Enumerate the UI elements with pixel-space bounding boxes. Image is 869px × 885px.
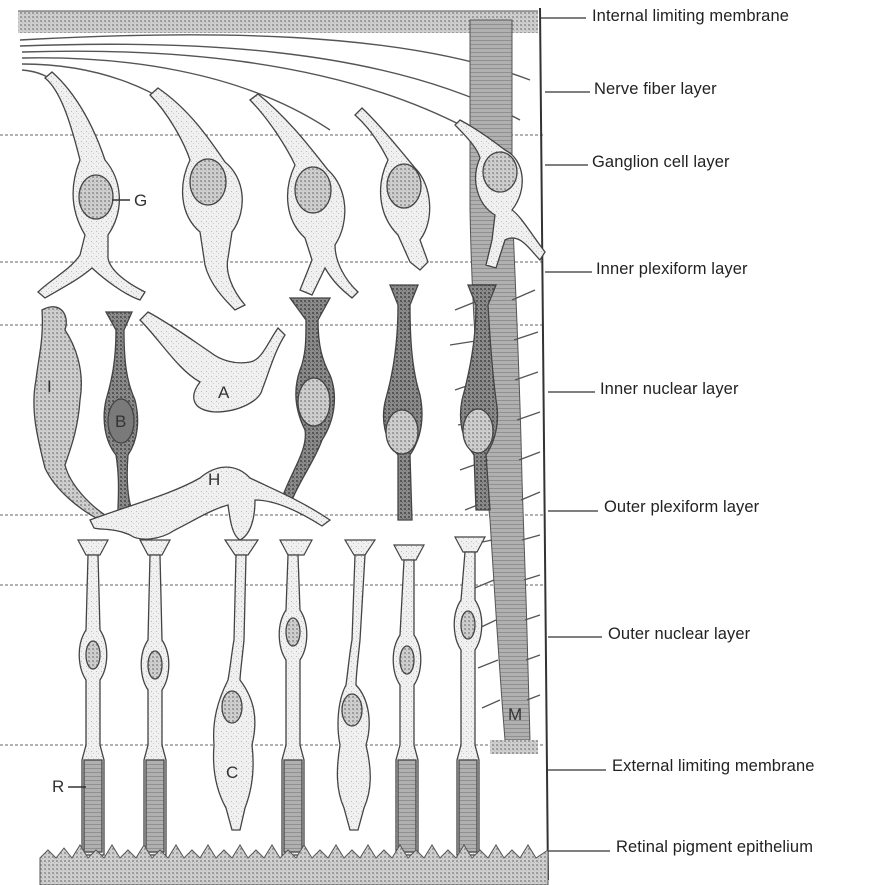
label-inner-plexiform-layer: Inner plexiform layer xyxy=(596,260,748,279)
label-interplexiform: I xyxy=(47,377,52,396)
label-internal-limiting-membrane: Internal limiting membrane xyxy=(592,7,789,26)
label-amacrine: A xyxy=(218,383,230,402)
label-muller: M xyxy=(508,705,522,724)
rod-cell xyxy=(79,555,107,855)
label-ganglion: G xyxy=(134,191,147,210)
bipolar-cell xyxy=(383,285,421,520)
bipolar-cell xyxy=(282,298,334,500)
label-outer-plexiform-layer: Outer plexiform layer xyxy=(604,498,759,517)
label-outer-nuclear-layer: Outer nuclear layer xyxy=(608,625,750,644)
label-cone: C xyxy=(226,763,238,782)
bipolar-cell xyxy=(104,312,138,510)
label-inner-nuclear-layer: Inner nuclear layer xyxy=(600,380,739,399)
right-boundary-line xyxy=(540,8,548,880)
label-nerve-fiber-layer: Nerve fiber layer xyxy=(594,80,717,99)
cone-cell xyxy=(337,555,370,830)
amacrine-cell xyxy=(140,312,285,412)
synaptic-terminals xyxy=(78,537,485,560)
interplexiform-cell xyxy=(34,307,105,520)
label-bipolar: B xyxy=(115,412,126,431)
ganglion-cell xyxy=(355,108,430,270)
photoreceptors xyxy=(79,552,482,855)
rod-cell xyxy=(393,560,421,855)
leader-lines xyxy=(540,18,610,851)
label-rod: R xyxy=(52,777,64,796)
rod-cell xyxy=(279,555,307,855)
label-retinal-pigment-epithelium: Retinal pigment epithelium xyxy=(616,838,813,857)
internal-limiting-membrane-band xyxy=(18,11,538,33)
ganglion-cell xyxy=(250,94,358,298)
label-horizontal: H xyxy=(208,470,220,489)
cone-cell xyxy=(214,555,255,830)
label-ganglion-cell-layer: Ganglion cell layer xyxy=(592,153,730,172)
rod-cell xyxy=(141,555,169,855)
rod-cell xyxy=(454,552,482,855)
ganglion-cell xyxy=(150,88,245,310)
label-external-limiting-membrane: External limiting membrane xyxy=(612,757,815,776)
ganglion-cell xyxy=(38,72,145,300)
